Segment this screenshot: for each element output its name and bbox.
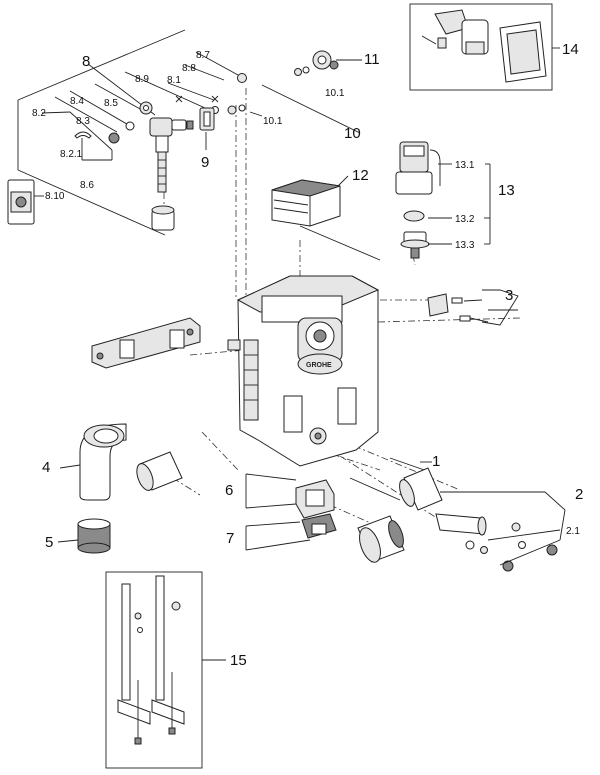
label-9: 9	[201, 154, 209, 171]
label-6: 6	[225, 482, 233, 499]
label-2-1: 2.1	[566, 526, 580, 537]
concealed-cistern: GROHE	[227, 275, 380, 467]
label-10-1-b: 10.1	[263, 116, 283, 127]
label-8-5: 8.5	[104, 98, 118, 109]
connector-sleeve	[136, 451, 183, 491]
large-sleeve	[357, 515, 405, 563]
part-4-drain-bend	[59, 423, 127, 501]
label-11: 11	[364, 51, 380, 68]
label-8-4: 8.4	[70, 96, 84, 107]
label-8-10: 8.10	[45, 191, 65, 202]
frame-bracket	[91, 317, 201, 369]
part-10-hose	[227, 66, 361, 134]
label-8-3: 8.3	[76, 116, 90, 127]
part-1-rods-and-pipe	[349, 457, 443, 511]
brand-logo-text: GROHE	[306, 362, 332, 369]
label-13-3: 13.3	[455, 240, 475, 251]
label-14: 14	[562, 41, 579, 58]
part-8-leader-lines	[17, 29, 239, 236]
callout-labels: 8 8.7 8.8 8.9 8.1 8.4 8.5 8.2 8.3 8.2.1 …	[32, 41, 583, 669]
part-12-cover	[271, 175, 381, 261]
part-6-7-clamps	[245, 473, 337, 551]
label-8-6: 8.6	[80, 180, 94, 191]
label-2: 2	[575, 486, 583, 503]
label-8: 8	[82, 53, 90, 70]
label-8-7: 8.7	[196, 50, 210, 61]
part-3-wall-brackets	[427, 289, 519, 326]
label-5: 5	[45, 534, 53, 551]
part-2-pipe-and-fixings	[435, 491, 566, 572]
label-13-1: 13.1	[455, 160, 475, 171]
part-14-box	[409, 3, 560, 91]
label-13: 13	[498, 182, 515, 199]
label-8-2-1: 8.2.1	[60, 149, 83, 160]
label-8-8: 8.8	[182, 63, 196, 74]
fill-valve-assembly	[74, 73, 247, 231]
label-8-9: 8.9	[135, 74, 149, 85]
label-4: 4	[42, 459, 50, 476]
label-8-2: 8.2	[32, 108, 46, 119]
label-12: 12	[352, 167, 369, 184]
label-10-1-a: 10.1	[325, 88, 345, 99]
part-5-cap	[57, 518, 111, 554]
part-13-flush-valve	[395, 141, 491, 259]
label-3: 3	[505, 287, 513, 304]
label-7: 7	[226, 530, 234, 547]
label-1: 1	[432, 453, 440, 470]
label-13-2: 13.2	[455, 214, 475, 225]
part-15-mounting-rails	[105, 571, 226, 769]
part-11-angle-valve	[312, 50, 362, 70]
part-9-bracket	[199, 107, 215, 150]
label-10: 10	[344, 125, 361, 142]
part-8-10-kit	[7, 179, 44, 225]
label-8-1: 8.1	[167, 75, 181, 86]
label-15: 15	[230, 652, 247, 669]
